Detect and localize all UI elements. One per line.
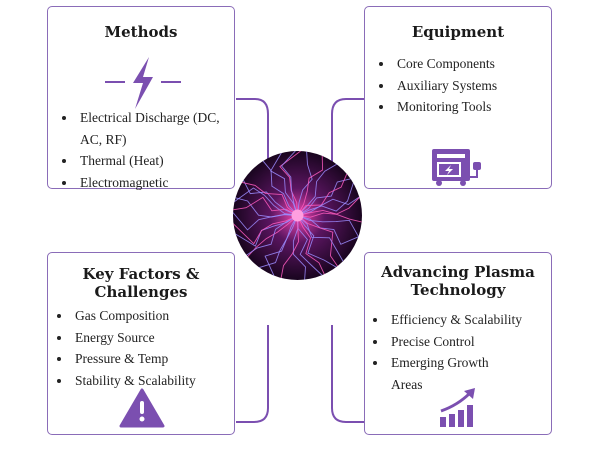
methods-card: Methods Electrical Discharge (DC, AC, RF… xyxy=(47,6,235,190)
list-item: Gas Composition xyxy=(55,305,196,327)
plasma-filament xyxy=(233,196,298,216)
list-item: Core Components xyxy=(377,53,497,75)
plasma-filament xyxy=(297,173,348,216)
power-supply-icon xyxy=(432,149,481,186)
equipment-title: Equipment xyxy=(411,23,505,41)
plasma-filament xyxy=(297,196,360,216)
plasma-filament xyxy=(297,215,360,245)
plasma-filament xyxy=(297,196,361,216)
plasma-filament xyxy=(297,215,337,268)
plasma-filament xyxy=(279,151,302,216)
connector-equipment xyxy=(331,98,364,188)
list-item: Stability & Scalability xyxy=(55,370,196,392)
plasma-filament xyxy=(233,187,298,216)
list-item: Electromagnetic xyxy=(60,172,220,194)
list-item: Energy Source xyxy=(55,327,196,349)
plasma-filament xyxy=(297,215,339,267)
methods-title: Methods xyxy=(104,23,178,41)
list-item: Monitoring Tools xyxy=(377,96,497,118)
plasma-filament xyxy=(234,215,298,247)
equipment-card: Equipment Core Components Auxiliary Syst… xyxy=(364,6,552,189)
connector-advancing xyxy=(331,325,364,423)
plasma-filament xyxy=(297,215,344,262)
list-item: Precise Control xyxy=(371,331,522,353)
plasma-filament xyxy=(258,215,298,269)
equipment-list: Core Components Auxiliary Systems Monito… xyxy=(365,53,497,118)
plasma-filament xyxy=(297,163,338,216)
plasma-filament xyxy=(233,215,298,245)
plasma-filament xyxy=(234,197,298,218)
plasma-filament xyxy=(297,182,354,216)
connector-factors xyxy=(236,325,269,423)
list-item: Auxiliary Systems xyxy=(377,75,497,97)
plasma-filament xyxy=(297,215,360,238)
plasma-filament xyxy=(281,151,298,216)
factors-card: Key Factors & Challenges Gas Composition… xyxy=(47,252,235,435)
list-item: Emerging Growth Areas xyxy=(371,352,511,395)
plasma-filament xyxy=(297,212,362,223)
plasma-filament xyxy=(242,179,298,216)
plasma-filament xyxy=(241,181,298,216)
growth-chart-icon xyxy=(440,388,475,427)
advancing-list: Efficiency & Scalability Precise Control… xyxy=(359,309,522,395)
plasma-filament xyxy=(247,215,298,258)
warning-icon xyxy=(119,388,165,428)
plasma-core xyxy=(291,209,304,222)
lightning-bolt-icon xyxy=(105,57,181,109)
factors-list: Gas Composition Energy Source Pressure &… xyxy=(43,305,196,391)
connector-methods xyxy=(236,98,269,180)
plasma-filament xyxy=(297,178,352,216)
methods-list: Electrical Discharge (DC, AC, RF) Therma… xyxy=(48,107,220,193)
factors-title: Key Factors & Challenges xyxy=(82,265,200,301)
list-item: Pressure & Temp xyxy=(55,348,196,370)
plasma-filament xyxy=(297,151,313,216)
plasma-filament xyxy=(262,160,298,216)
advancing-card: Advancing Plasma Technology Efficiency &… xyxy=(364,252,552,435)
advancing-title: Advancing Plasma Technology xyxy=(381,263,535,299)
list-item: Electrical Discharge (DC, AC, RF) xyxy=(60,107,220,150)
plasma-ball-image xyxy=(233,151,362,280)
plasma-filament xyxy=(280,215,300,279)
plasma-filament xyxy=(297,155,324,216)
plasma-filament xyxy=(297,215,325,275)
list-item: Thermal (Heat) xyxy=(60,150,220,172)
list-item: Efficiency & Scalability xyxy=(371,309,522,331)
plasma-filament xyxy=(245,215,298,256)
plasma-filament xyxy=(264,215,298,277)
